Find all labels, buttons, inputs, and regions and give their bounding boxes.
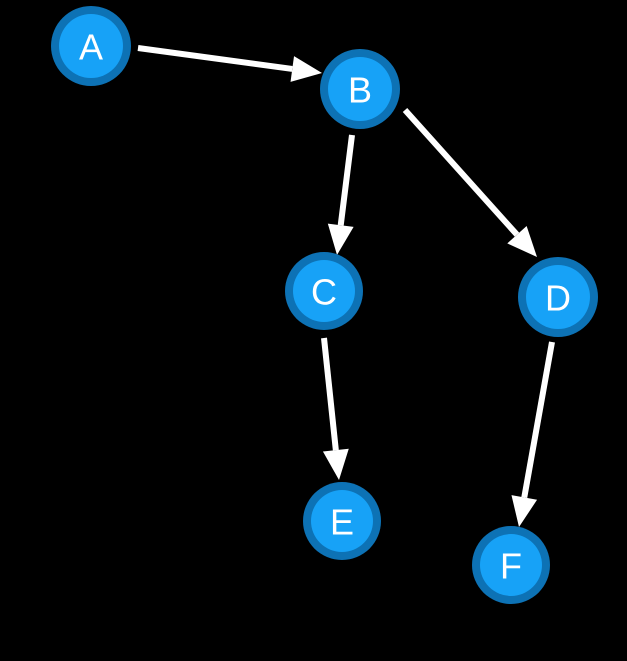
node-fill (59, 14, 123, 78)
graph-edge (327, 134, 355, 255)
graph-node-c[interactable]: C (285, 252, 363, 330)
edge-arrowhead-icon (507, 225, 537, 257)
edge-arrowhead-icon (327, 223, 354, 255)
node-fill (480, 534, 542, 596)
edge-line (337, 134, 355, 226)
graph-node-b[interactable]: B (320, 49, 400, 129)
node-label: D (545, 278, 571, 319)
graph-node-f[interactable]: F (472, 526, 550, 604)
graph-node-d[interactable]: D (518, 257, 598, 337)
graph-edge (511, 341, 555, 527)
node-label: F (500, 546, 522, 587)
graph-node-a[interactable]: A (51, 6, 131, 86)
graph-edge (137, 45, 322, 82)
node-fill (526, 265, 590, 329)
edge-arrowhead-icon (322, 448, 349, 480)
edge-line (402, 107, 520, 237)
node-label: B (348, 70, 372, 111)
node-fill (311, 490, 373, 552)
edge-arrowhead-icon (290, 56, 322, 82)
graph-edge (321, 337, 349, 480)
node-fill (328, 57, 392, 121)
edge-arrowhead-icon (511, 495, 538, 527)
nodes-layer: A B C D E F (51, 6, 598, 604)
node-label: C (311, 272, 337, 313)
edges-layer (137, 45, 555, 527)
graph-edge (402, 107, 537, 257)
node-label: E (330, 502, 354, 543)
node-fill (293, 260, 355, 322)
graph-node-e[interactable]: E (303, 482, 381, 560)
edge-line (137, 45, 293, 72)
node-label: A (79, 27, 103, 68)
edge-line (521, 341, 555, 498)
edge-line (321, 337, 339, 451)
